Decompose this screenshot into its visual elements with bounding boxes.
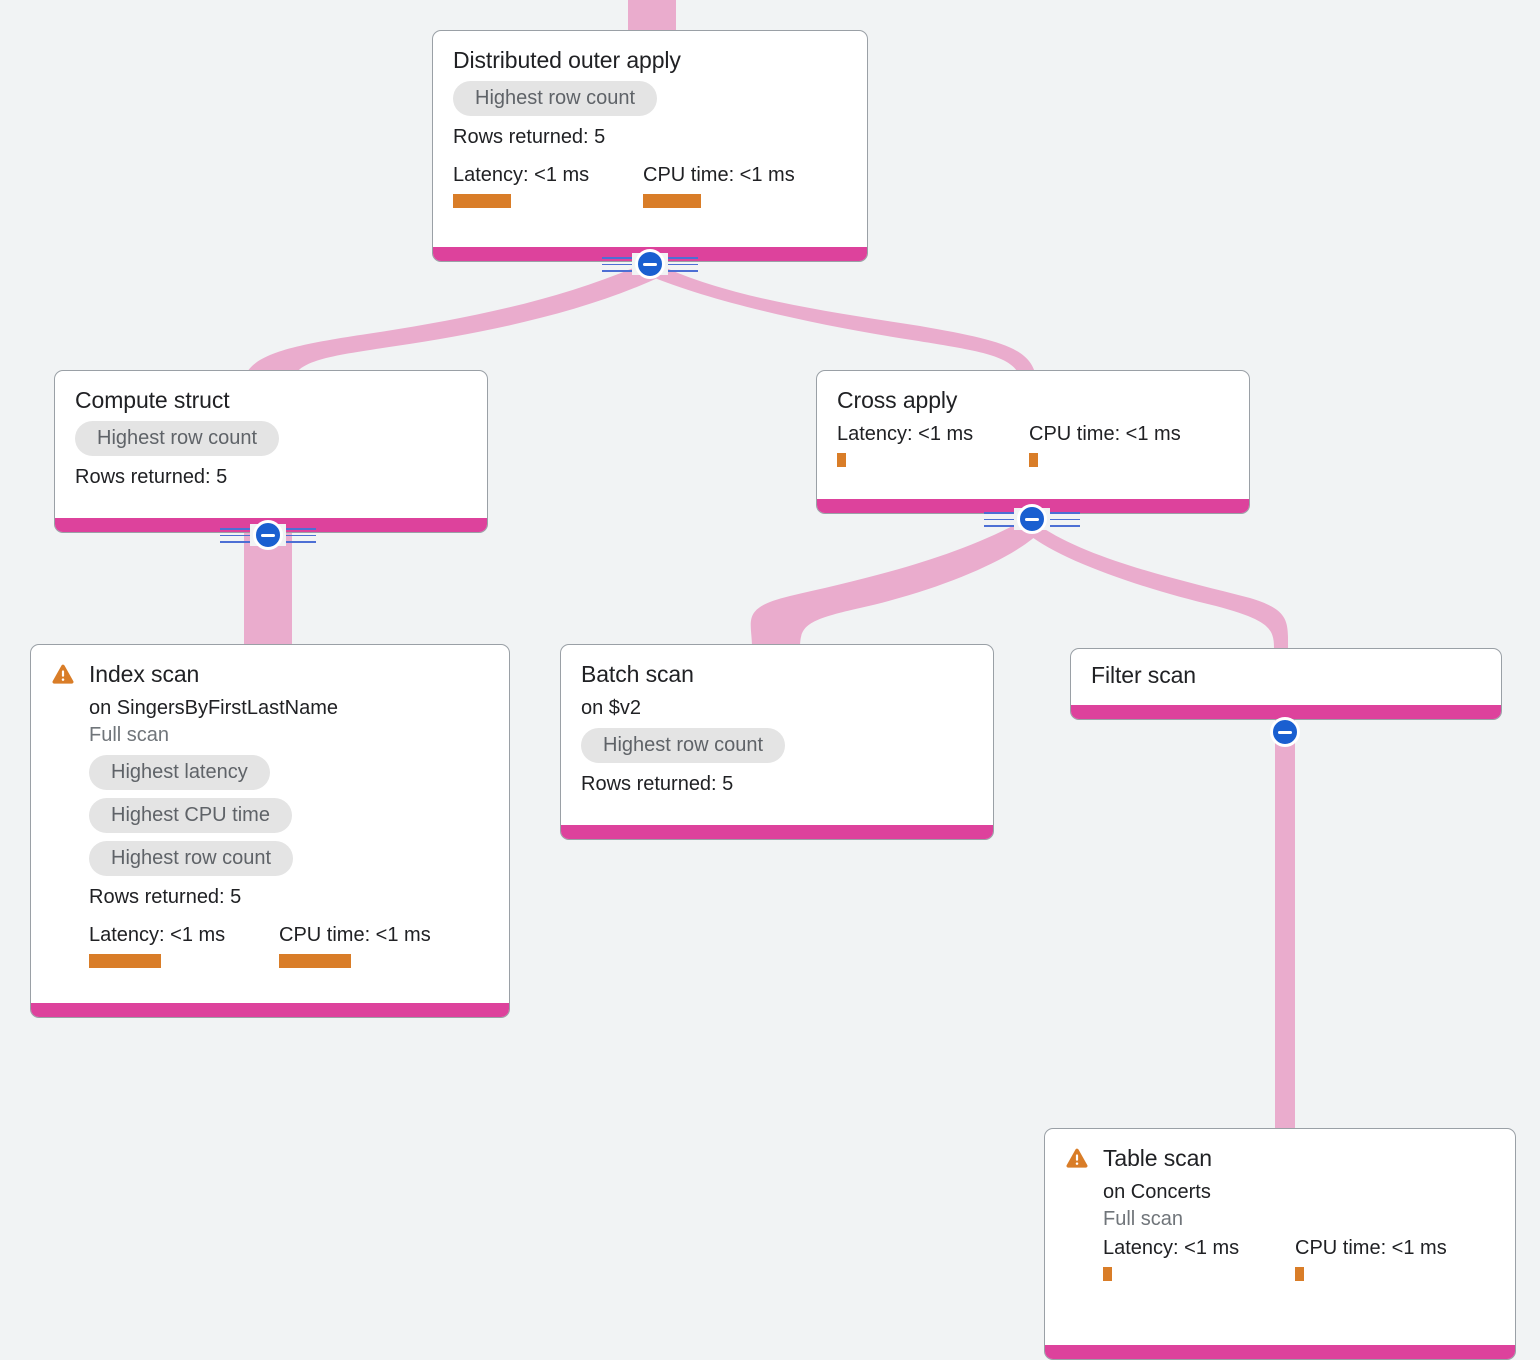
collapse-button-distributed-outer-apply[interactable] xyxy=(635,249,665,279)
latency-bar xyxy=(837,453,846,468)
collapse-button-filter-scan[interactable] xyxy=(1270,717,1300,747)
latency-metric: Latency: <1 ms xyxy=(453,163,643,209)
node-body: Table scan on Concerts Full scan Latency… xyxy=(1045,1129,1515,1345)
node-title: Compute struct xyxy=(75,387,230,413)
rows-returned: Rows returned: 5 xyxy=(89,886,242,909)
warning-triangle-icon xyxy=(52,664,74,684)
node-body: Distributed outer apply Highest row coun… xyxy=(433,31,867,247)
chip-highest-cpu-time: Highest CPU time xyxy=(89,798,292,834)
edge-cross-apply-to-batch-scan xyxy=(750,522,1038,648)
node-title-row: Batch scan xyxy=(581,661,973,687)
edge-filter-scan-to-table-scan xyxy=(1275,720,1295,1132)
node-chip-list: Highest row count xyxy=(453,73,847,117)
rows-returned: Rows returned: 5 xyxy=(453,126,606,149)
latency-bar xyxy=(1103,1267,1112,1282)
node-accent-bar xyxy=(1045,1345,1515,1359)
latency-metric: Latency: <1 ms xyxy=(89,923,279,969)
chip-highest-row-count: Highest row count xyxy=(75,421,280,457)
cpu-time-label: CPU time: <1 ms xyxy=(279,924,431,947)
latency-label: Latency: <1 ms xyxy=(1103,1237,1240,1260)
metrics-row: Latency: <1 ms CPU time: <1 ms xyxy=(1103,1236,1495,1282)
cpu-time-bar xyxy=(1029,453,1038,468)
node-scan-type: Full scan xyxy=(89,724,170,747)
chip-highest-row-count: Highest row count xyxy=(89,841,294,877)
warning-triangle-icon xyxy=(1066,1148,1088,1168)
node-body: Filter scan xyxy=(1071,649,1501,705)
node-cross-apply[interactable]: Cross apply Latency: <1 ms CPU time: <1 … xyxy=(816,370,1250,514)
latency-metric: Latency: <1 ms xyxy=(837,422,1029,468)
chip-highest-latency: Highest latency xyxy=(89,755,270,791)
node-index-scan[interactable]: Index scan on SingersByFirstLastName Ful… xyxy=(30,644,510,1018)
rows-returned: Rows returned: 5 xyxy=(581,773,734,796)
latency-label: Latency: <1 ms xyxy=(453,164,590,187)
cpu-time-label: CPU time: <1 ms xyxy=(1295,1237,1447,1260)
node-filter-scan[interactable]: Filter scan xyxy=(1070,648,1502,720)
chip-highest-row-count: Highest row count xyxy=(453,81,658,117)
cpu-time-bar xyxy=(643,194,701,209)
edge-compute-struct-to-index-scan xyxy=(244,530,292,655)
node-distributed-outer-apply[interactable]: Distributed outer apply Highest row coun… xyxy=(432,30,868,262)
node-body: Batch scan on $v2 Highest row count Rows… xyxy=(561,645,993,825)
node-accent-bar xyxy=(561,825,993,839)
latency-metric: Latency: <1 ms xyxy=(1103,1236,1295,1282)
cpu-time-bar xyxy=(1295,1267,1304,1282)
node-title-row: Filter scan xyxy=(1091,662,1481,688)
node-accent-bar xyxy=(1071,705,1501,719)
cpu-time-label: CPU time: <1 ms xyxy=(643,164,795,187)
metrics-row: Latency: <1 ms CPU time: <1 ms xyxy=(453,163,847,209)
cpu-metric: CPU time: <1 ms xyxy=(1029,422,1181,468)
chip-highest-row-count: Highest row count xyxy=(581,728,786,764)
node-subtitle: on SingersByFirstLastName xyxy=(89,697,338,720)
node-table-scan[interactable]: Table scan on Concerts Full scan Latency… xyxy=(1044,1128,1516,1360)
node-title-row: Table scan xyxy=(1065,1145,1495,1171)
node-title: Index scan xyxy=(89,661,200,687)
node-title: Distributed outer apply xyxy=(453,47,681,73)
collapse-button-cross-apply[interactable] xyxy=(1017,504,1047,534)
node-title: Cross apply xyxy=(837,387,958,413)
cpu-time-bar xyxy=(279,954,351,969)
latency-bar xyxy=(89,954,161,969)
node-subtitle: on $v2 xyxy=(581,697,642,720)
node-title: Table scan xyxy=(1103,1145,1212,1171)
latency-label: Latency: <1 ms xyxy=(837,423,974,446)
latency-bar xyxy=(453,194,511,209)
node-chip-list: Highest latency Highest CPU time Highest… xyxy=(89,747,489,877)
node-title-row: Index scan xyxy=(51,661,489,687)
node-chip-list: Highest row count xyxy=(581,720,973,764)
cpu-metric: CPU time: <1 ms xyxy=(279,923,431,969)
node-scan-type: Full scan xyxy=(1103,1208,1184,1231)
node-title: Batch scan xyxy=(581,661,694,687)
node-accent-bar xyxy=(31,1003,509,1017)
node-body: Cross apply Latency: <1 ms CPU time: <1 … xyxy=(817,371,1249,499)
metrics-row: Latency: <1 ms CPU time: <1 ms xyxy=(89,923,489,969)
node-details: on Concerts Full scan Latency: <1 ms CPU… xyxy=(1065,1180,1495,1282)
latency-label: Latency: <1 ms xyxy=(89,924,226,947)
node-subtitle: on Concerts xyxy=(1103,1181,1211,1204)
cpu-time-label: CPU time: <1 ms xyxy=(1029,423,1181,446)
node-chip-list: Highest row count xyxy=(75,413,467,457)
cpu-metric: CPU time: <1 ms xyxy=(1295,1236,1447,1282)
cpu-metric: CPU time: <1 ms xyxy=(643,163,795,209)
edge-root-to-compute-struct xyxy=(244,263,662,382)
node-title-row: Compute struct xyxy=(75,387,467,413)
node-title-row: Cross apply xyxy=(837,387,1229,413)
node-compute-struct[interactable]: Compute struct Highest row count Rows re… xyxy=(54,370,488,533)
node-title-row: Distributed outer apply xyxy=(453,47,847,73)
edge-root-to-cross-apply xyxy=(650,266,1036,382)
node-body: Index scan on SingersByFirstLastName Ful… xyxy=(31,645,509,1003)
node-batch-scan[interactable]: Batch scan on $v2 Highest row count Rows… xyxy=(560,644,994,840)
rows-returned: Rows returned: 5 xyxy=(75,466,228,489)
node-body: Compute struct Highest row count Rows re… xyxy=(55,371,487,518)
node-details: on SingersByFirstLastName Full scan High… xyxy=(51,696,489,969)
node-title: Filter scan xyxy=(1091,662,1196,688)
edge-cross-apply-to-filter-scan xyxy=(1028,526,1289,648)
metrics-row: Latency: <1 ms CPU time: <1 ms xyxy=(837,422,1229,468)
collapse-button-compute-struct[interactable] xyxy=(253,520,283,550)
